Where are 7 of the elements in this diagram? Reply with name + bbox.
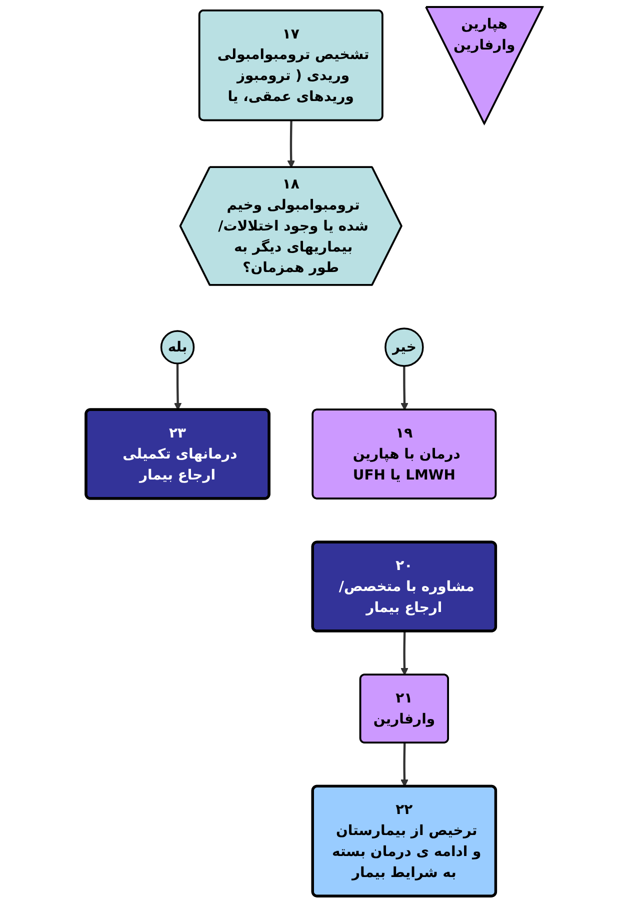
- node-circle: [384, 328, 424, 367]
- node-circle: [160, 330, 194, 364]
- arrow: [174, 363, 182, 410]
- arrow: [400, 366, 408, 410]
- arrow: [400, 631, 408, 676]
- arrow: [400, 742, 408, 787]
- arrow: [287, 120, 295, 168]
